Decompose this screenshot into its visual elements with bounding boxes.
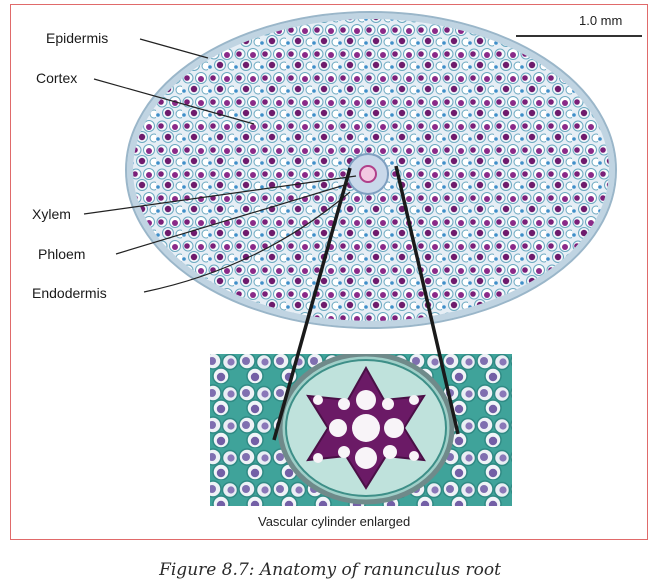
inset-xylem-vessel <box>356 390 376 410</box>
inset-connector-left <box>272 167 352 441</box>
inset-xylem-vessel <box>383 445 397 459</box>
cortex-leader <box>93 78 255 125</box>
label-phloem: Phloem <box>38 246 86 262</box>
phloem-leader <box>115 183 349 255</box>
label-cortex: Cortex <box>36 70 78 86</box>
inset-xylem-vessel <box>355 447 377 469</box>
inset-xylem-vessel <box>384 418 404 438</box>
inset-xylem-vessel <box>409 395 419 405</box>
label-xylem: Xylem <box>32 206 71 222</box>
inset-xylem-vessel <box>329 419 347 437</box>
inset-xylem-vessel <box>382 398 394 410</box>
inset-xylem-vessel <box>313 453 323 463</box>
inset-xylem-vessel <box>338 398 350 410</box>
inset-xylem-vessel <box>352 414 380 442</box>
endodermis-leader <box>143 191 351 293</box>
inset-vascular-cylinder <box>277 354 455 505</box>
xylem-small <box>359 165 377 183</box>
inset-xylem-vessel <box>313 395 323 405</box>
inset-caption: Vascular cylinder enlarged <box>258 514 411 529</box>
label-endodermis: Endodermis <box>32 285 107 301</box>
figure-caption: Figure 8.7: Anatomy of ranunculus root <box>159 560 501 580</box>
inset-connector-right <box>394 165 460 435</box>
label-epidermis: Epidermis <box>46 30 109 46</box>
xylem-leader <box>83 175 357 215</box>
scale-bar-label: 1.0 mm <box>579 13 623 28</box>
inset-xylem-vessel <box>338 446 350 458</box>
inset-xylem-vessel <box>409 451 419 461</box>
epidermis-leader <box>139 38 209 59</box>
root-outer-ring <box>127 13 615 327</box>
